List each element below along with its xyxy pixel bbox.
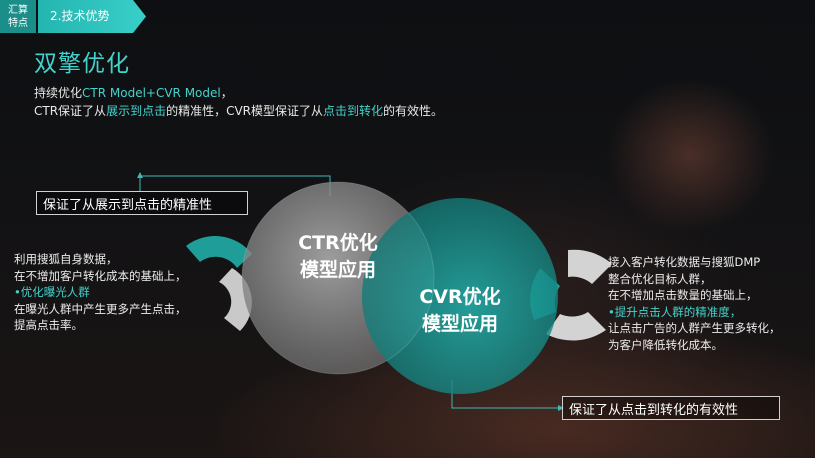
left-text-line5: 提高点击率。 [14,318,83,332]
connector-bottom-arrow [558,405,564,411]
section-tag[interactable]: 汇算 特点 [0,0,36,33]
right-description: 接入客户转化数据与搜狐DMP 整合优化目标人群， 在不增加点击数量的基础上， •… [608,254,781,353]
left-text-line4: 在曝光人群中产生更多产生点击， [14,301,187,316]
left-text-bullet: •优化曝光人群 [14,285,90,299]
left-ring-outer [186,235,252,268]
connector-top-arrow [137,172,143,178]
right-text-line5: 让点击广告的人群产生更多转化， [608,321,781,335]
right-text-line6: 为客户降低转化成本。 [608,337,723,352]
right-text-line2: 整合优化目标人群， [608,271,712,286]
ctr-label-line1: CTR优化 [298,232,378,254]
right-ring-outer [568,249,612,284]
intro-line-1: 持续优化CTR Model+CVR Model， [34,84,233,101]
page-title: 双擎优化 [34,51,130,77]
box-cvr-effectiveness: 保证了从点击到转化的有效性 [562,396,780,420]
right-text-line3: 在不增加点击数量的基础上， [608,288,758,302]
intro-line1-highlight: CTR Model+CVR Model [82,86,221,100]
right-text-bullet: •提升点击人群的精准度， [608,304,742,319]
subsection-tag[interactable]: 2.技术优势 [38,0,146,33]
intro-line2-d: 点击到转化 [323,104,384,118]
cvr-label-line1: CVR优化 [419,286,501,308]
left-text-line2: 在不增加客户转化成本的基础上， [14,268,187,283]
intro-line1-prefix: 持续优化 [34,86,83,100]
cvr-circle-label: CVR优化 模型应用 [398,284,522,338]
box-ctr-precision: 保证了从展示到点击的精准性 [36,191,248,215]
left-description: 利用搜狐自身数据， 在不增加客户转化成本的基础上， •优化曝光人群 在曝光人群中… [14,251,187,334]
intro-line2-c: 的精准性，CVR模型保证了从 [166,104,324,118]
right-text-line1: 接入客户转化数据与搜狐DMP [608,255,761,269]
circle-ctr-outline [241,181,435,375]
section-tag-line2: 特点 [8,17,28,29]
intro-line1-suffix: ， [220,86,233,100]
left-text-line1: 利用搜狐自身数据， [14,252,118,266]
section-tag-line1: 汇算 [8,4,28,16]
intro-line2-b: 展示到点击 [106,104,167,118]
circle-cvr[interactable] [362,198,558,394]
ctr-circle-label: CTR优化 模型应用 [278,230,398,284]
cvr-label-line2: 模型应用 [421,313,498,335]
intro-line-2: CTR保证了从展示到点击的精准性，CVR模型保证了从点击到转化的有效性。 [34,102,443,119]
right-ring-lower [546,312,606,341]
ctr-label-line2: 模型应用 [299,259,376,281]
intro-line2-e: 的有效性。 [383,104,444,118]
intro-line2-a: CTR保证了从 [34,104,107,118]
